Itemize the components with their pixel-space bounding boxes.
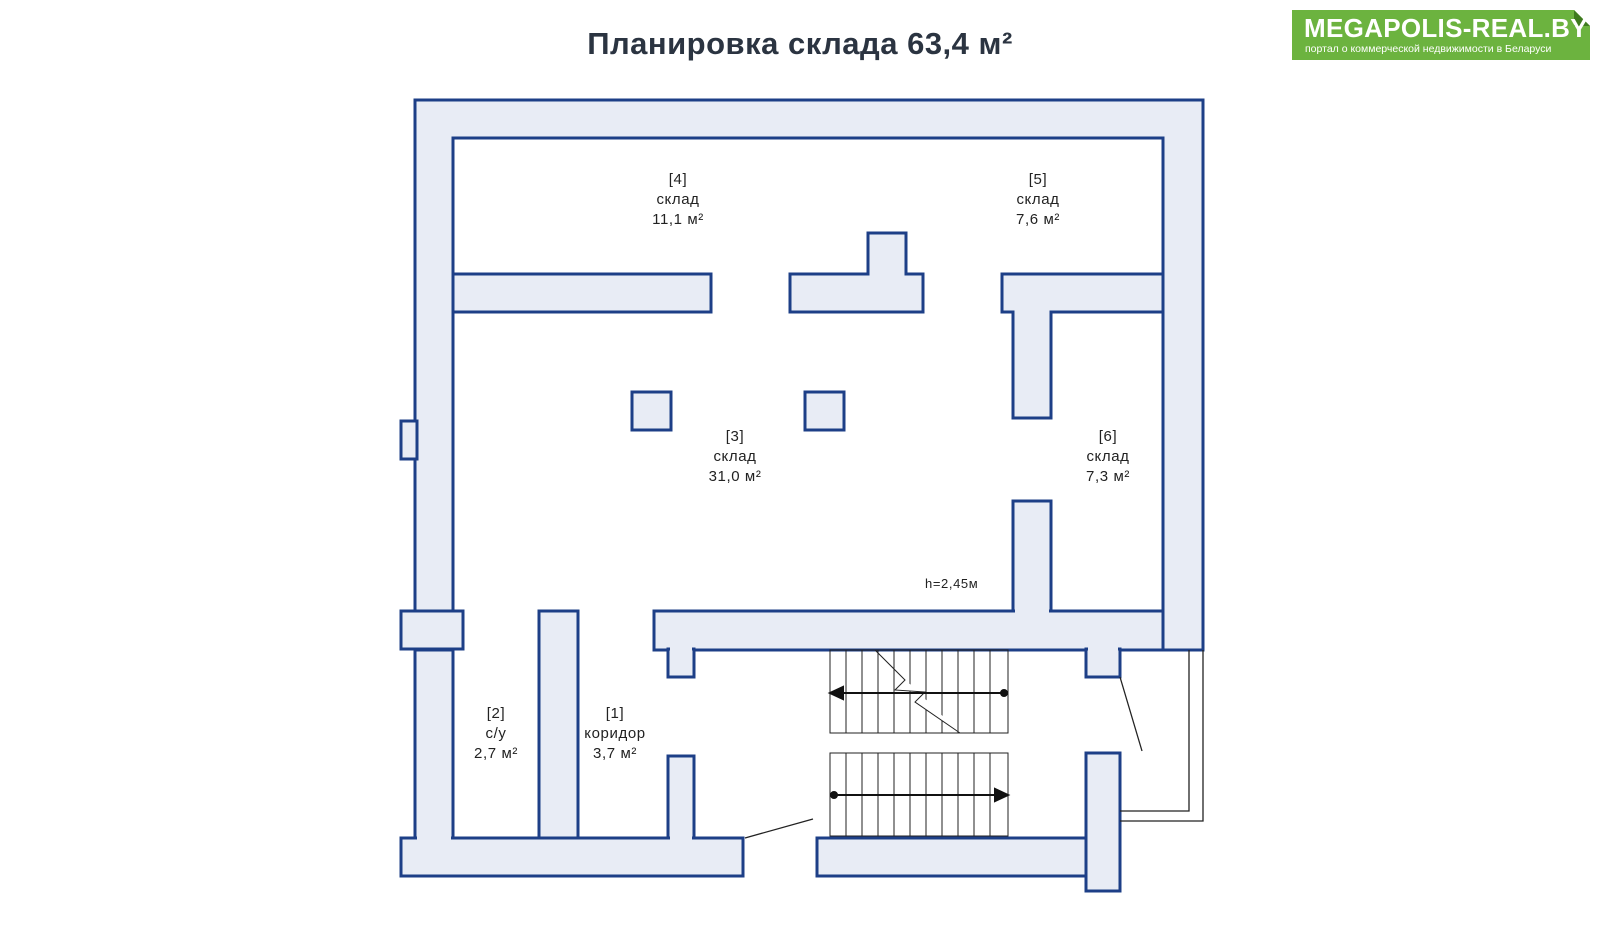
west-wall-pilaster-upper (399, 419, 419, 461)
room-area: 7,6 м² (1016, 211, 1060, 228)
stair-break-line (874, 649, 961, 734)
brand-logo[interactable]: MEGAPOLIS-REAL.BY портал о коммерческой … (1292, 10, 1590, 60)
column-right (803, 390, 846, 432)
room-label-3: [3] склад 31,0 м² (685, 427, 785, 487)
room-label-4: [4] склад 11,1 м² (628, 170, 728, 230)
logo-name: MEGAPOLIS-REAL.BY (1304, 13, 1588, 43)
room-area: 7,3 м² (1086, 468, 1130, 485)
wall-room3-south (652, 609, 1165, 652)
room-label-5: [5] склад 7,6 м² (988, 170, 1088, 230)
room-number: [2] (486, 705, 506, 722)
ceiling-height-label: h=2,45м (925, 576, 979, 591)
stair-flight-upper (829, 649, 1009, 734)
logo-tagline: портал о коммерческой недвижимости в Бел… (1305, 43, 1552, 55)
room-number: [1] (605, 705, 625, 722)
room-name: склад (1086, 448, 1130, 465)
page-title: Планировка склада 63,4 м² (587, 26, 1013, 61)
room-name: склад (713, 448, 757, 465)
room-label-6: [6] склад 7,3 м² (1058, 427, 1158, 487)
room-name: коридор (584, 725, 646, 742)
west-wall-lower (413, 648, 455, 840)
south-wall-east (815, 836, 1090, 878)
room-name: с/у (485, 725, 507, 742)
room-name: склад (1016, 191, 1060, 208)
logo-corner-shadow (1574, 10, 1590, 26)
south-east-column (1084, 751, 1122, 893)
room-area: 11,1 м² (652, 211, 704, 228)
wall-room2-room1 (537, 609, 580, 840)
room-name: склад (656, 191, 700, 208)
wall-room4-room3 (451, 272, 713, 314)
room-number: [6] (1098, 428, 1118, 445)
wall-room5-room6 (1000, 272, 1165, 420)
entrance-door-line (744, 818, 814, 839)
room-number: [5] (1028, 171, 1048, 188)
room-number: [3] (725, 428, 745, 445)
east-door-line (1119, 676, 1143, 752)
room-area: 2,7 м² (474, 745, 518, 762)
column-left (630, 390, 673, 432)
stair-treads-upper (845, 650, 991, 733)
room-label-1: [1] коридор 3,7 м² (565, 704, 665, 764)
room-number: [4] (668, 171, 688, 188)
room-area: 31,0 м² (708, 468, 762, 485)
stair-arrows (827, 685, 1011, 803)
room-area: 3,7 м² (593, 745, 637, 762)
wall-center-pier (788, 231, 925, 314)
east-railing (1120, 650, 1204, 822)
room-label-2: [2] с/у 2,7 м² (446, 704, 546, 764)
